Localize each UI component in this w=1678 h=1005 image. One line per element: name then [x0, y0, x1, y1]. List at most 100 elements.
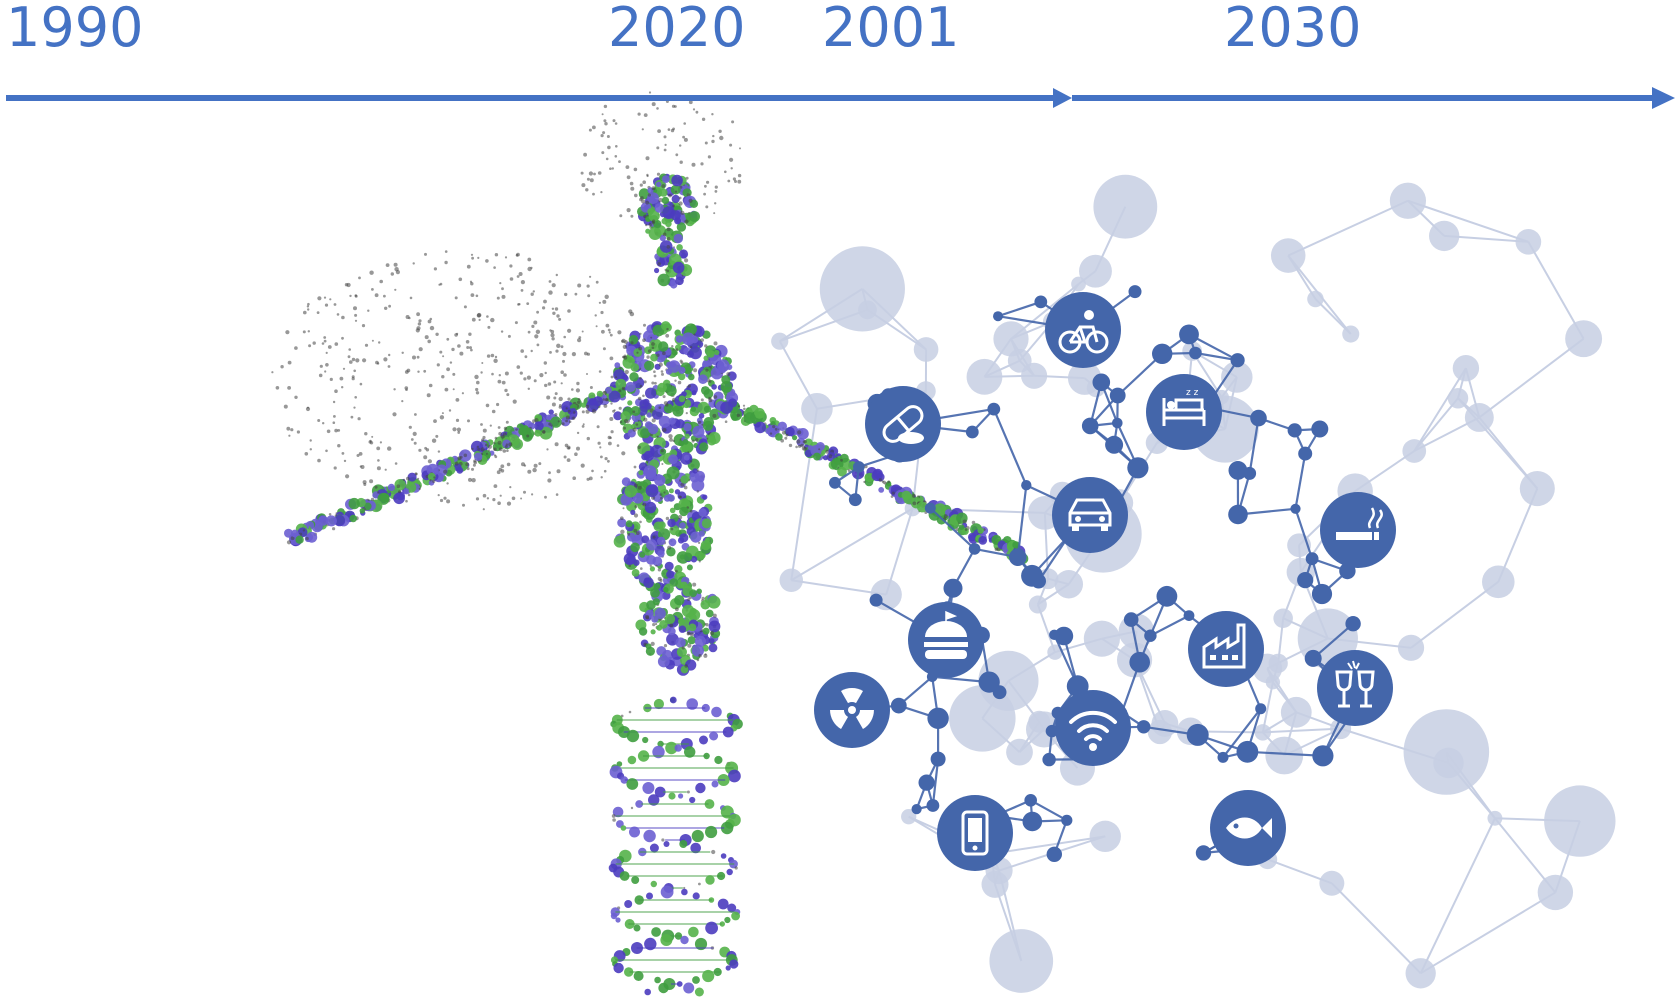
- particle: [329, 298, 332, 301]
- particle: [551, 307, 555, 310]
- particle: [405, 388, 408, 392]
- particle: [577, 338, 582, 343]
- particle: [639, 197, 643, 202]
- particle: [429, 479, 432, 482]
- particle: [878, 487, 885, 493]
- particle: [678, 495, 681, 499]
- particle: [815, 442, 825, 451]
- particle: [677, 515, 683, 520]
- particle: [604, 294, 609, 299]
- particle: [533, 320, 538, 325]
- particle: [736, 413, 741, 418]
- particle: [657, 568, 662, 572]
- particle: [661, 184, 666, 188]
- particle: [523, 464, 527, 467]
- particle: [666, 327, 669, 331]
- particle: [616, 444, 620, 447]
- particle: [465, 462, 470, 467]
- particle: [724, 170, 727, 174]
- network-node: [1307, 290, 1324, 308]
- particle: [456, 467, 464, 474]
- particle: [704, 799, 715, 809]
- particle: [501, 287, 504, 291]
- particle: [640, 428, 651, 439]
- particle: [435, 332, 439, 336]
- particle: [454, 461, 459, 466]
- particle: [701, 386, 710, 395]
- particle: [500, 464, 505, 469]
- particle: [619, 871, 630, 881]
- particle: [642, 338, 646, 343]
- particle: [549, 329, 552, 332]
- particle: [661, 838, 665, 842]
- particle: [705, 609, 714, 618]
- particle: [651, 102, 656, 107]
- particle: [595, 325, 598, 328]
- network-node: [1009, 548, 1027, 566]
- particle: [689, 796, 696, 804]
- factory-icon: [1188, 611, 1264, 687]
- particle: [562, 351, 567, 357]
- particle: [581, 330, 584, 333]
- particle: [673, 233, 683, 244]
- particle: [687, 631, 691, 635]
- particle: [721, 375, 731, 385]
- particle: [505, 420, 509, 424]
- particle: [646, 173, 649, 177]
- particle: [547, 382, 552, 386]
- particle: [674, 379, 677, 382]
- particle: [668, 792, 676, 800]
- network-node: [913, 337, 939, 362]
- network-node: [1083, 620, 1120, 657]
- particle: [287, 360, 292, 365]
- network-node: [1290, 503, 1301, 514]
- particle: [496, 470, 501, 475]
- particle: [309, 439, 312, 442]
- particle: [624, 485, 637, 498]
- particle: [630, 341, 634, 345]
- particle: [555, 349, 559, 353]
- network-node: [1519, 471, 1555, 507]
- particle: [429, 317, 433, 321]
- particle: [705, 825, 718, 839]
- particle: [405, 499, 408, 503]
- particle: [610, 402, 613, 405]
- network-node: [869, 593, 883, 607]
- particle: [317, 419, 321, 422]
- particle: [688, 623, 697, 632]
- particle: [652, 219, 656, 223]
- particle: [616, 761, 623, 767]
- particle: [348, 348, 352, 351]
- particle: [589, 386, 593, 389]
- particle: [286, 540, 292, 545]
- particle: [592, 192, 595, 196]
- particle: [433, 267, 437, 271]
- particle: [971, 520, 976, 525]
- particle: [696, 469, 700, 472]
- particle: [418, 448, 422, 452]
- particle: [563, 335, 566, 339]
- particle: [412, 355, 416, 360]
- particle: [377, 491, 380, 494]
- network-node: [1006, 738, 1033, 766]
- particle: [729, 143, 733, 147]
- particle: [534, 429, 542, 437]
- network-node: [1515, 228, 1542, 255]
- particle: [678, 440, 685, 447]
- particle: [649, 843, 659, 853]
- particle: [682, 135, 685, 139]
- particle: [777, 421, 787, 431]
- particle: [546, 395, 551, 400]
- particle: [602, 131, 606, 135]
- particle: [717, 898, 729, 910]
- particle: [358, 452, 363, 456]
- particle: [707, 595, 721, 609]
- particle: [684, 433, 690, 439]
- network-link: [1248, 417, 1260, 474]
- particle: [454, 333, 458, 337]
- particle: [423, 455, 428, 460]
- particle: [555, 273, 558, 277]
- particle: [308, 344, 312, 348]
- particle: [663, 587, 669, 593]
- particle: [406, 476, 410, 481]
